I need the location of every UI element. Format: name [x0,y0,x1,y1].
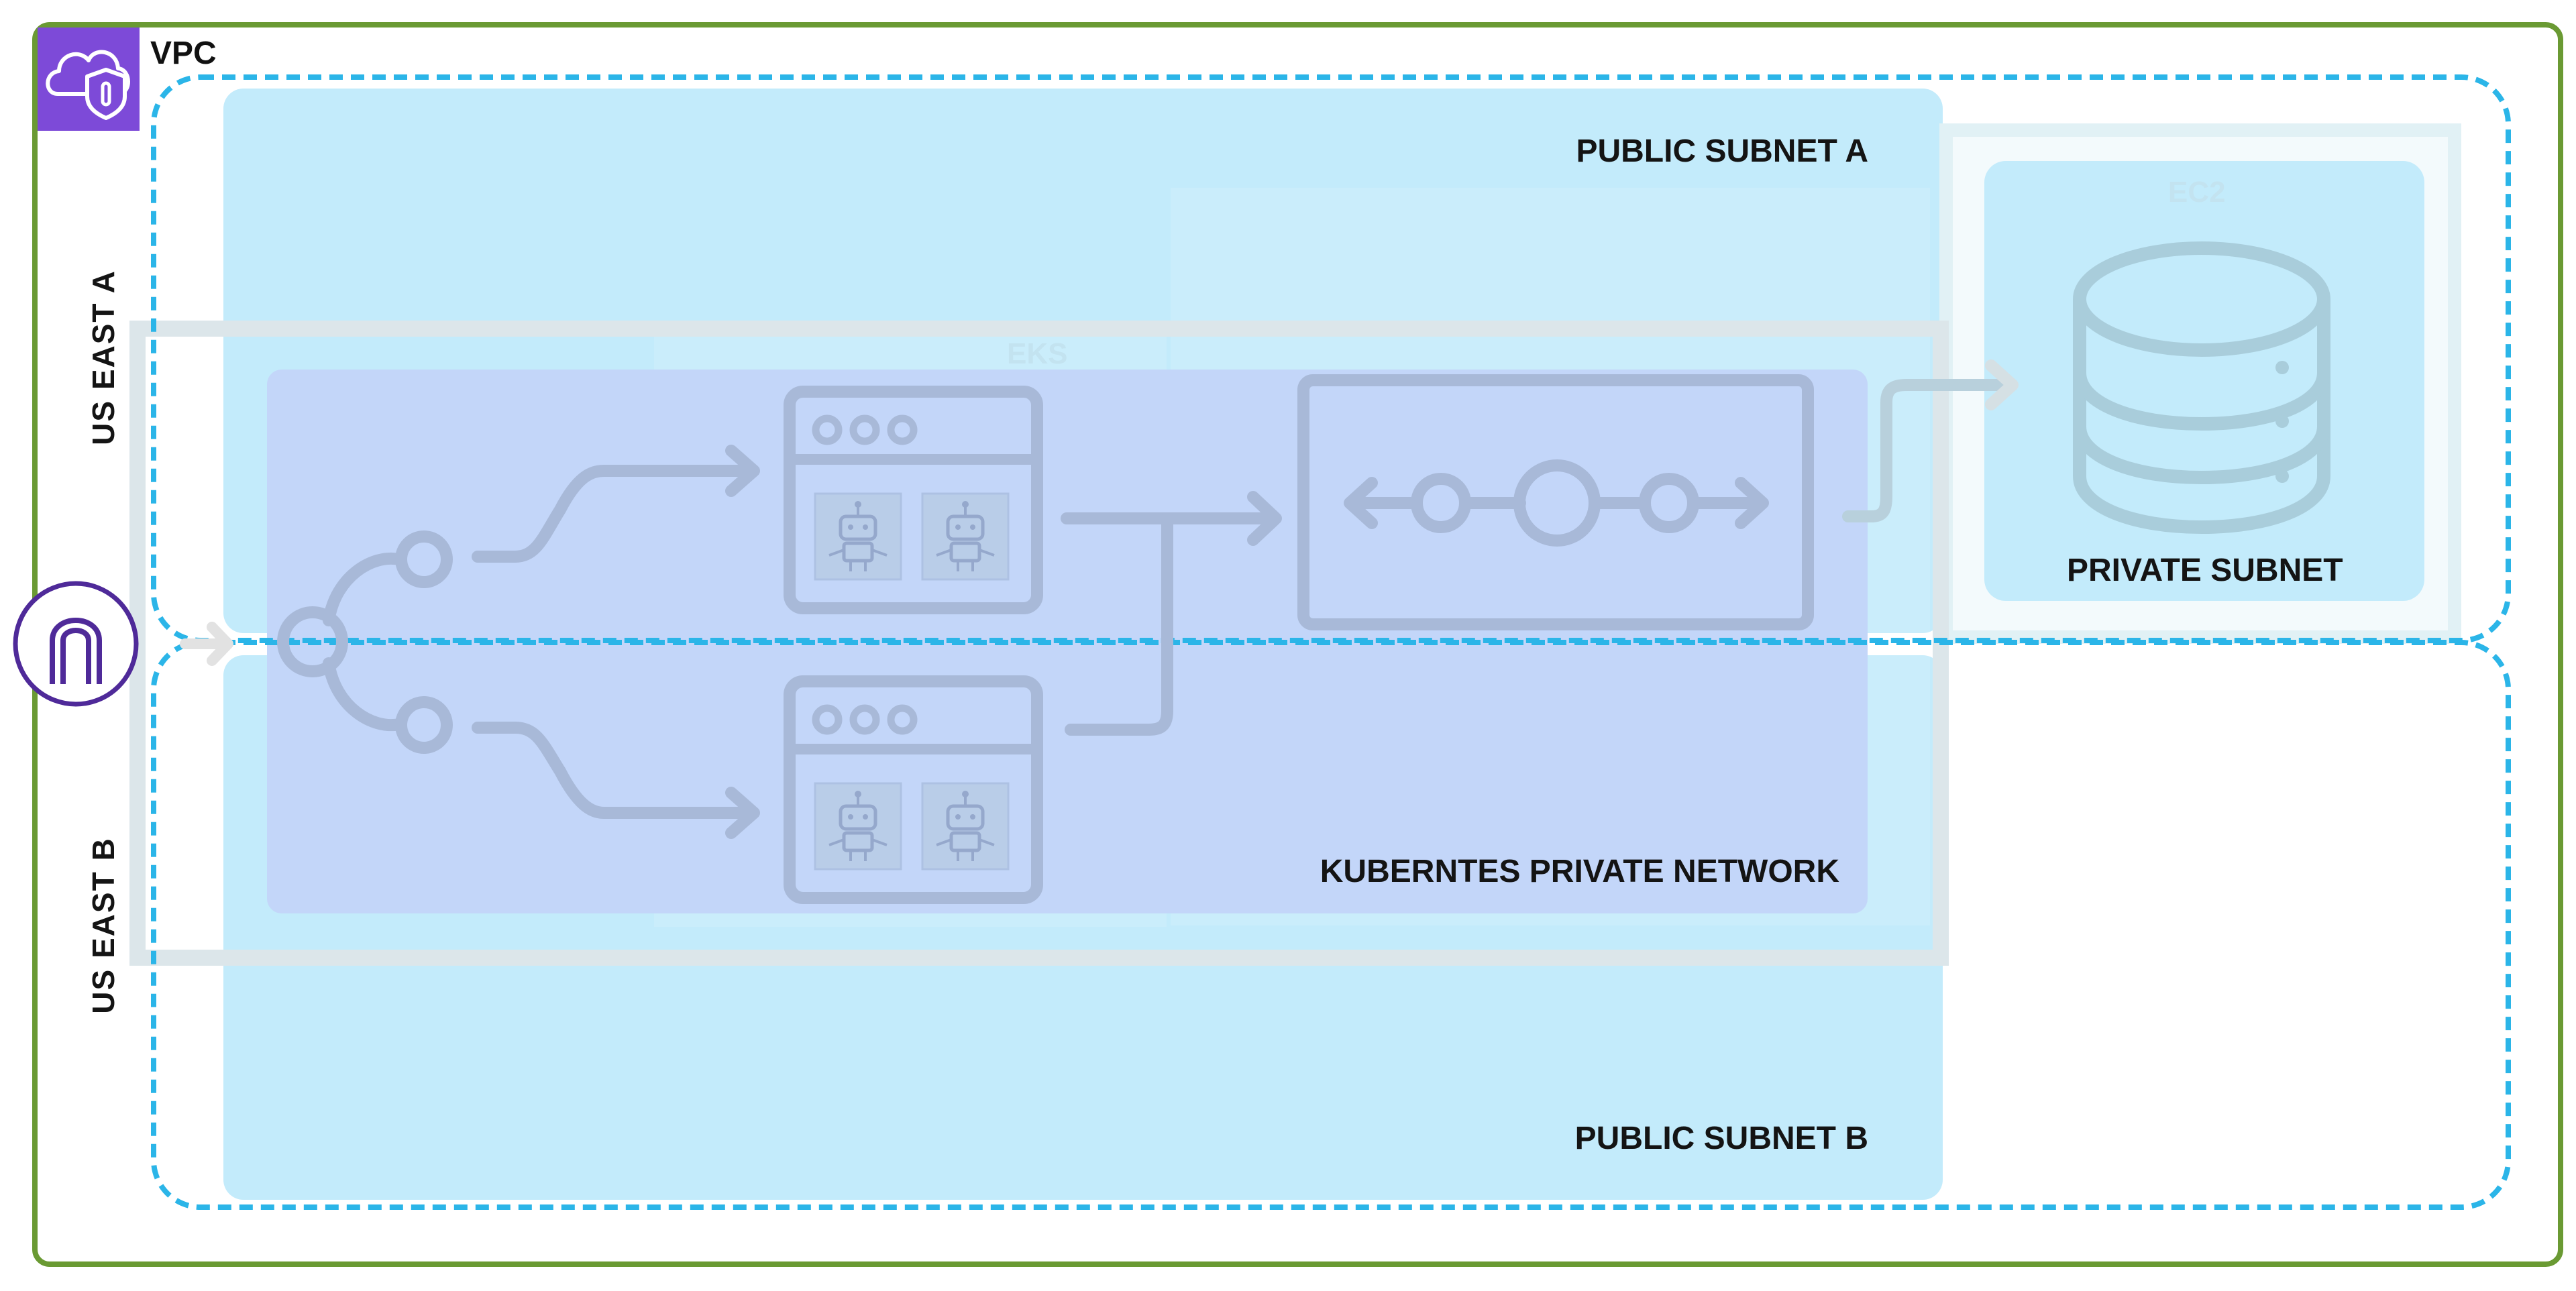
internet-gateway-icon [13,581,139,707]
vpc-label: VPC [150,36,217,71]
private-subnet [1984,161,2424,601]
nodes-to-service-connector [1061,491,1282,736]
load-balancer-icon [277,445,760,839]
robot-pod-icon [921,492,1010,581]
public-subnet-b-label: PUBLIC SUBNET B [1574,1121,1868,1156]
availability-zone-label-b: US EAST B [86,837,121,1014]
availability-zone-label-a: US EAST A [86,270,121,445]
private-subnet-label: PRIVATE SUBNET [2067,553,2343,588]
public-subnet-a-label: PUBLIC SUBNET A [1576,133,1868,169]
service-to-ec2-arrow [1842,359,2019,522]
vpc-cloud-shield-icon [38,27,140,131]
robot-pod-icon [814,782,902,871]
node-window-icon [784,675,1043,904]
ec2-label: EC2 [2168,176,2226,209]
robot-pod-icon [921,782,1010,871]
database-icon [2073,241,2330,535]
robot-pod-icon [814,492,902,581]
node-window-icon [784,386,1043,614]
service-router-icon [1297,374,1814,630]
eks-label: EKS [1007,337,1068,370]
kubernetes-private-network-label: KUBERNTES PRIVATE NETWORK [1320,854,1839,889]
gateway-arrow [180,622,233,666]
